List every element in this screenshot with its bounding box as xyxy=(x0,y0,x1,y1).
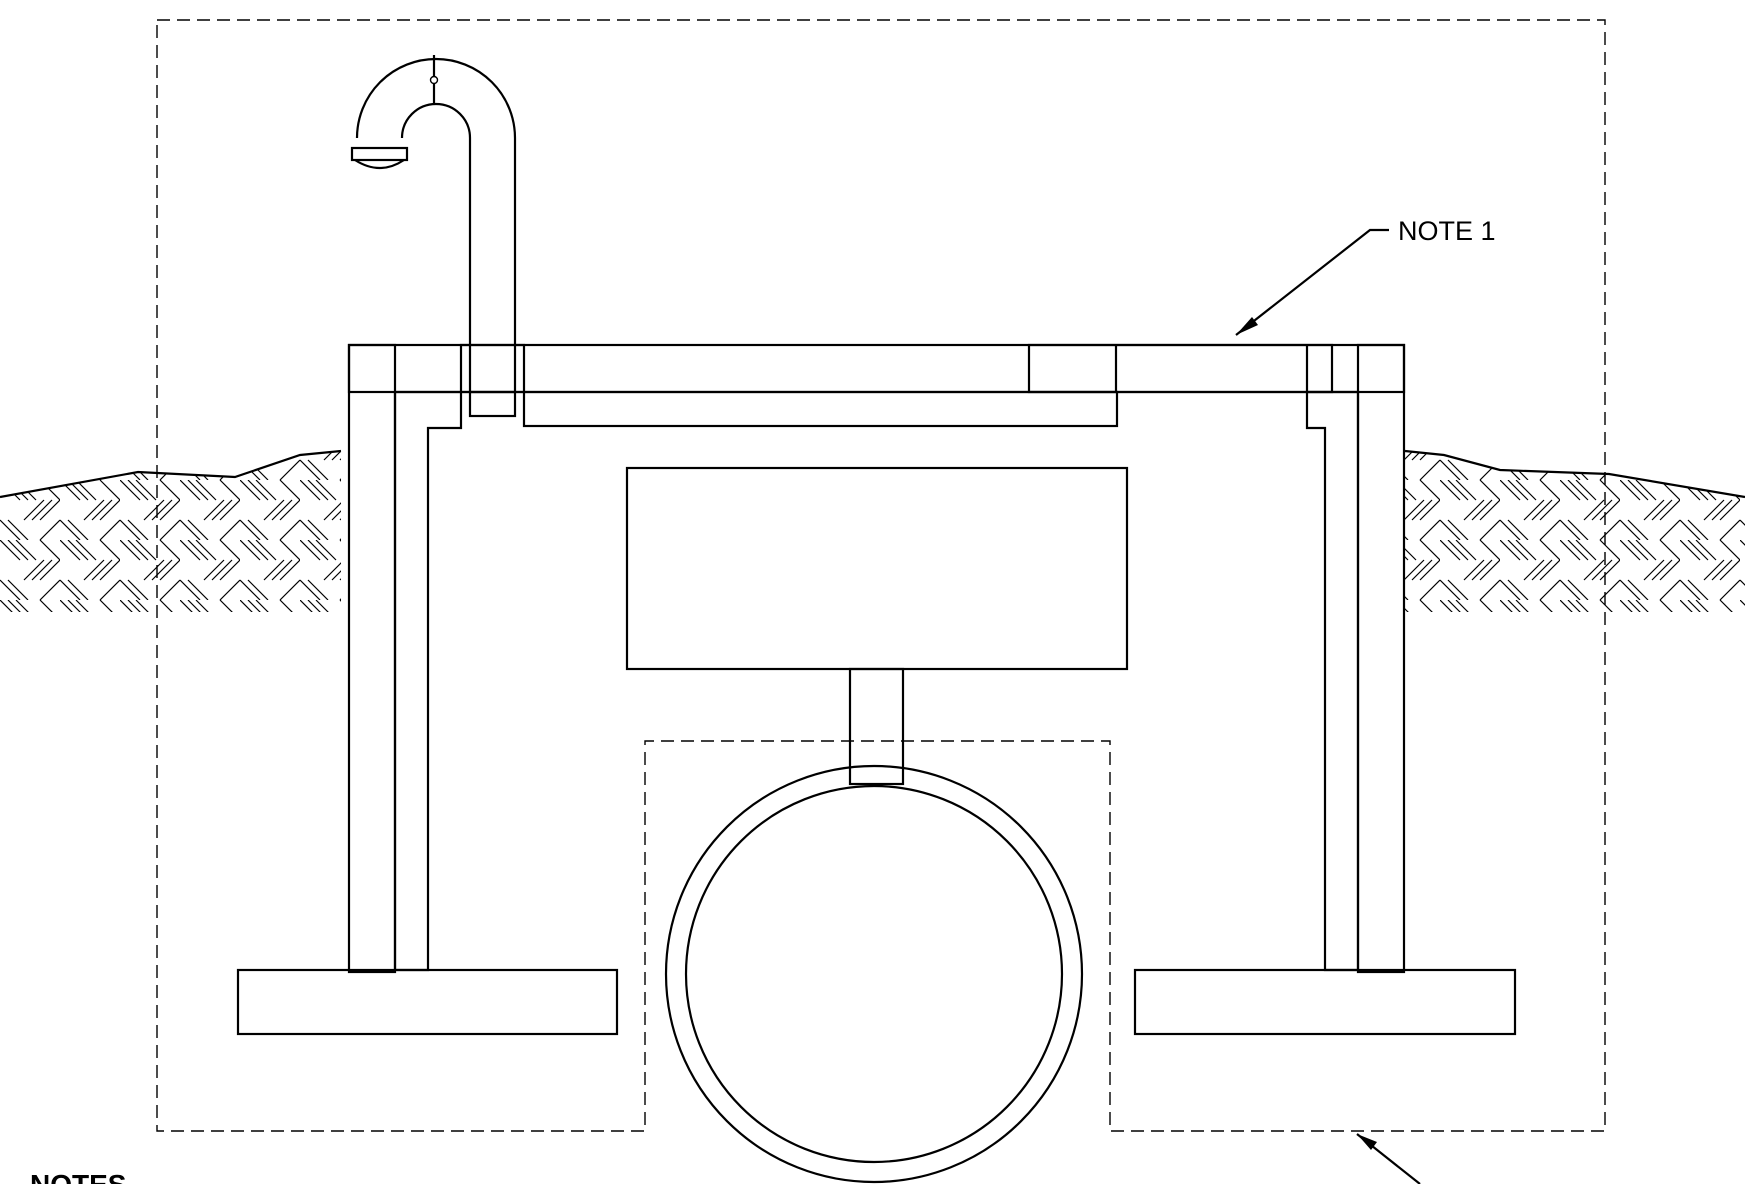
outline-leader xyxy=(1356,1133,1421,1184)
concrete-footings xyxy=(236,968,1517,1036)
notes-heading: NOTES xyxy=(30,1169,126,1184)
note-1-label: NOTE 1 xyxy=(1398,216,1496,246)
note-1-callout: NOTE 1 xyxy=(1235,216,1496,336)
vent-pipe xyxy=(350,55,526,418)
pipe-riser xyxy=(848,667,905,786)
hatched-valve-block xyxy=(625,466,1129,671)
access-hatch-cover xyxy=(1027,343,1334,394)
main-pipe xyxy=(664,764,1084,1184)
hatched-liner xyxy=(393,390,1360,972)
excavation-limit-outline xyxy=(156,19,1606,1132)
earth-right xyxy=(1404,449,1745,612)
earth-left xyxy=(0,449,342,612)
concrete-vault-walls xyxy=(347,343,1406,974)
